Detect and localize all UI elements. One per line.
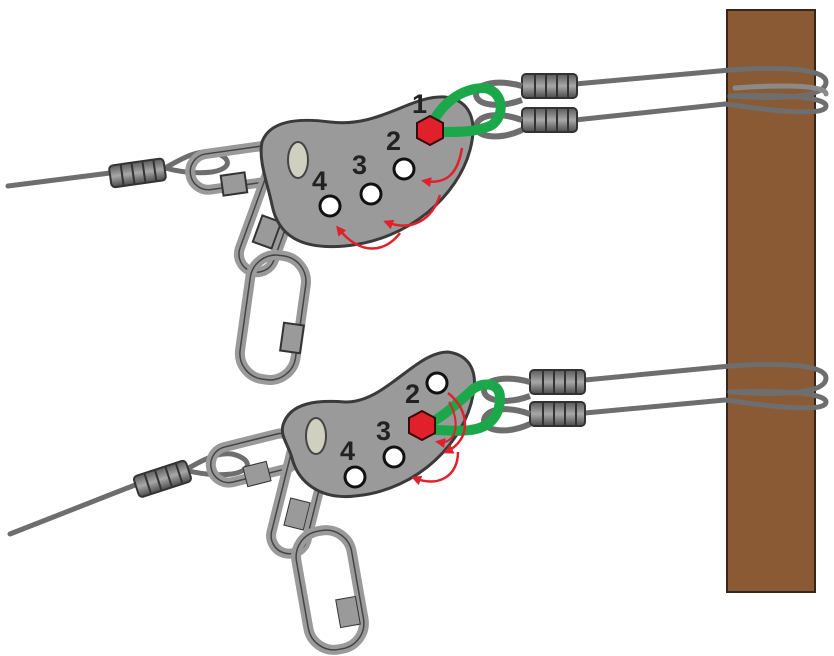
top-left-ferrule — [108, 157, 167, 189]
top-right-ferrule-upper — [521, 73, 578, 99]
top-assembly: 1 2 3 4 — [5, 66, 829, 385]
bottom-right-ferrule-upper — [529, 369, 586, 395]
top-hole-2 — [392, 157, 416, 181]
bottom-label-2: 2 — [405, 379, 420, 409]
top-label-4: 4 — [312, 166, 327, 196]
top-hole-4 — [318, 194, 342, 218]
bottom-hex-nut — [408, 409, 436, 442]
bottom-hole-2 — [425, 371, 449, 395]
top-green-shackle — [425, 82, 506, 137]
bottom-right-eye-loops — [480, 375, 532, 434]
bottom-chain — [205, 426, 369, 655]
top-label-3: 3 — [352, 150, 367, 180]
top-plate-pivot — [287, 141, 309, 179]
top-label-2: 2 — [386, 126, 401, 156]
bottom-plate-pivot — [305, 417, 327, 455]
bottom-hole-4 — [343, 465, 367, 489]
top-label-1: 1 — [412, 89, 427, 119]
bottom-right-ferrule-lower — [529, 401, 586, 427]
bottom-post-wrap — [582, 362, 829, 416]
top-post-wrap — [572, 66, 829, 123]
bottom-left-ferrule — [132, 459, 192, 498]
bottom-hole-3 — [382, 445, 406, 469]
top-rotation-arrows — [336, 147, 464, 250]
bottom-label-4: 4 — [340, 436, 355, 466]
top-right-ferrule-lower — [521, 107, 578, 133]
top-hole-3 — [359, 182, 383, 206]
bottom-label-3: 3 — [376, 416, 391, 446]
bottom-rotation-arrows — [411, 392, 467, 486]
top-hex-nut — [416, 114, 444, 147]
bottom-assembly: 2 3 4 — [7, 350, 829, 655]
